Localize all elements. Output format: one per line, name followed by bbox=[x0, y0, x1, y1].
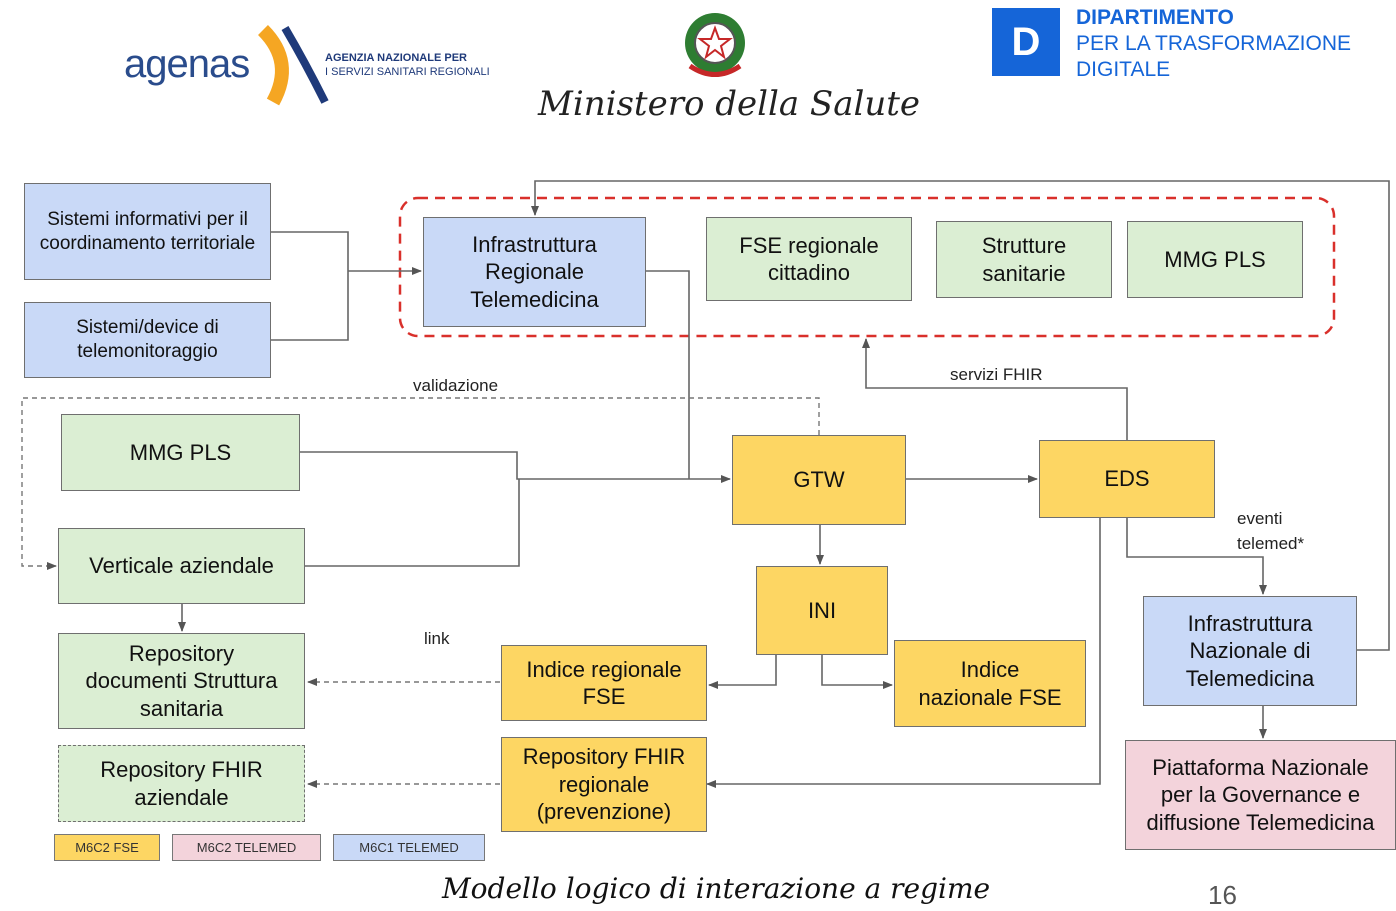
node-ini: INI bbox=[756, 566, 888, 655]
edge-ini-to-indice-reg bbox=[708, 655, 777, 689]
italian-emblem-icon bbox=[685, 13, 745, 77]
edge-sistemi-info bbox=[271, 231, 349, 271]
legend-m6c2-telemed: M6C2 TELEMED bbox=[172, 834, 321, 861]
node-gtw: GTW bbox=[732, 435, 906, 525]
regional-boundary bbox=[398, 196, 1336, 338]
node-repository-documenti: Repository documenti Struttura sanitaria bbox=[58, 633, 305, 729]
edge-mmg-to-gtw bbox=[300, 451, 731, 483]
agenas-emblem-icon bbox=[257, 25, 329, 106]
dipartimento-line-1: DIPARTIMENTO bbox=[1076, 6, 1234, 29]
dipartimento-badge-icon: D bbox=[992, 8, 1060, 76]
node-eds: EDS bbox=[1039, 440, 1215, 518]
ministero-text: Ministero della Salute bbox=[538, 84, 921, 124]
dipartimento-line-2: PER LA TRASFORMAZIONE bbox=[1076, 32, 1351, 55]
node-sistemi-informativi: Sistemi informativi per il coordinamento… bbox=[24, 183, 271, 280]
agenas-tagline-2: I SERVIZI SANITARI REGIONALI bbox=[325, 66, 490, 78]
diagram-caption: Modello logico di interazione a regime bbox=[442, 872, 991, 905]
node-indice-regionale: Indice regionale FSE bbox=[501, 645, 707, 721]
node-indice-nazionale: Indice nazionale FSE bbox=[894, 640, 1086, 727]
ministero-logo: Ministero della Salute bbox=[530, 8, 920, 124]
edge-ini-to-indice-naz bbox=[821, 655, 893, 689]
node-verticale-aziendale: Verticale aziendale bbox=[58, 528, 305, 604]
dipartimento-logo: D DIPARTIMENTO PER LA TRASFORMAZIONE DIG… bbox=[990, 6, 1370, 86]
agenas-wordmark: agenas bbox=[124, 42, 250, 86]
edge-eds-to-repo-fhir bbox=[706, 518, 1101, 788]
page-number: 16 bbox=[1208, 880, 1237, 910]
agenas-logo: agenas AGENZIA NAZIONALE PER I SERVIZI S… bbox=[120, 22, 530, 110]
node-repository-fhir-regionale: Repository FHIR regionale (prevenzione) bbox=[501, 737, 707, 832]
agenas-tagline-1: AGENZIA NAZIONALE PER bbox=[325, 52, 467, 64]
edge-eds-servizi-fhir bbox=[862, 338, 1128, 440]
node-mmg-pls-left: MMG PLS bbox=[61, 414, 300, 491]
node-mmg-pls-top: MMG PLS bbox=[1127, 221, 1303, 298]
node-strutture-sanitarie: Strutture sanitarie bbox=[936, 221, 1112, 298]
label-link: link bbox=[424, 629, 450, 648]
edge-eds-eventi bbox=[1126, 518, 1267, 595]
edge-infra-to-gtw bbox=[646, 270, 690, 479]
edge-verticale-to-gtw bbox=[305, 479, 520, 567]
node-infrastruttura-regionale: Infrastruttura Regionale Telemedicina bbox=[423, 217, 646, 327]
node-infrastruttura-nazionale: Infrastruttura Nazionale di Telemedicina bbox=[1143, 596, 1357, 706]
label-servizi-fhir: servizi FHIR bbox=[950, 365, 1043, 384]
dipartimento-line-3: DIGITALE bbox=[1076, 58, 1171, 81]
node-repository-fhir-aziendale: Repository FHIR aziendale bbox=[58, 745, 305, 822]
label-validazione: validazione bbox=[413, 376, 499, 395]
label-eventi-telemed: eventi telemed* bbox=[1237, 509, 1305, 553]
legend-m6c2-fse: M6C2 FSE bbox=[54, 834, 160, 861]
node-piattaforma-nazionale: Piattaforma Nazionale per la Governance … bbox=[1125, 740, 1396, 850]
node-sistemi-device: Sistemi/device di telemonitoraggio bbox=[24, 302, 271, 378]
node-fse-regionale: FSE regionale cittadino bbox=[706, 217, 912, 301]
edge-sistemi-device bbox=[271, 271, 349, 341]
legend-m6c1-telemed: M6C1 TELEMED bbox=[333, 834, 485, 861]
edge-nazionale-to-regionale bbox=[531, 180, 1390, 651]
